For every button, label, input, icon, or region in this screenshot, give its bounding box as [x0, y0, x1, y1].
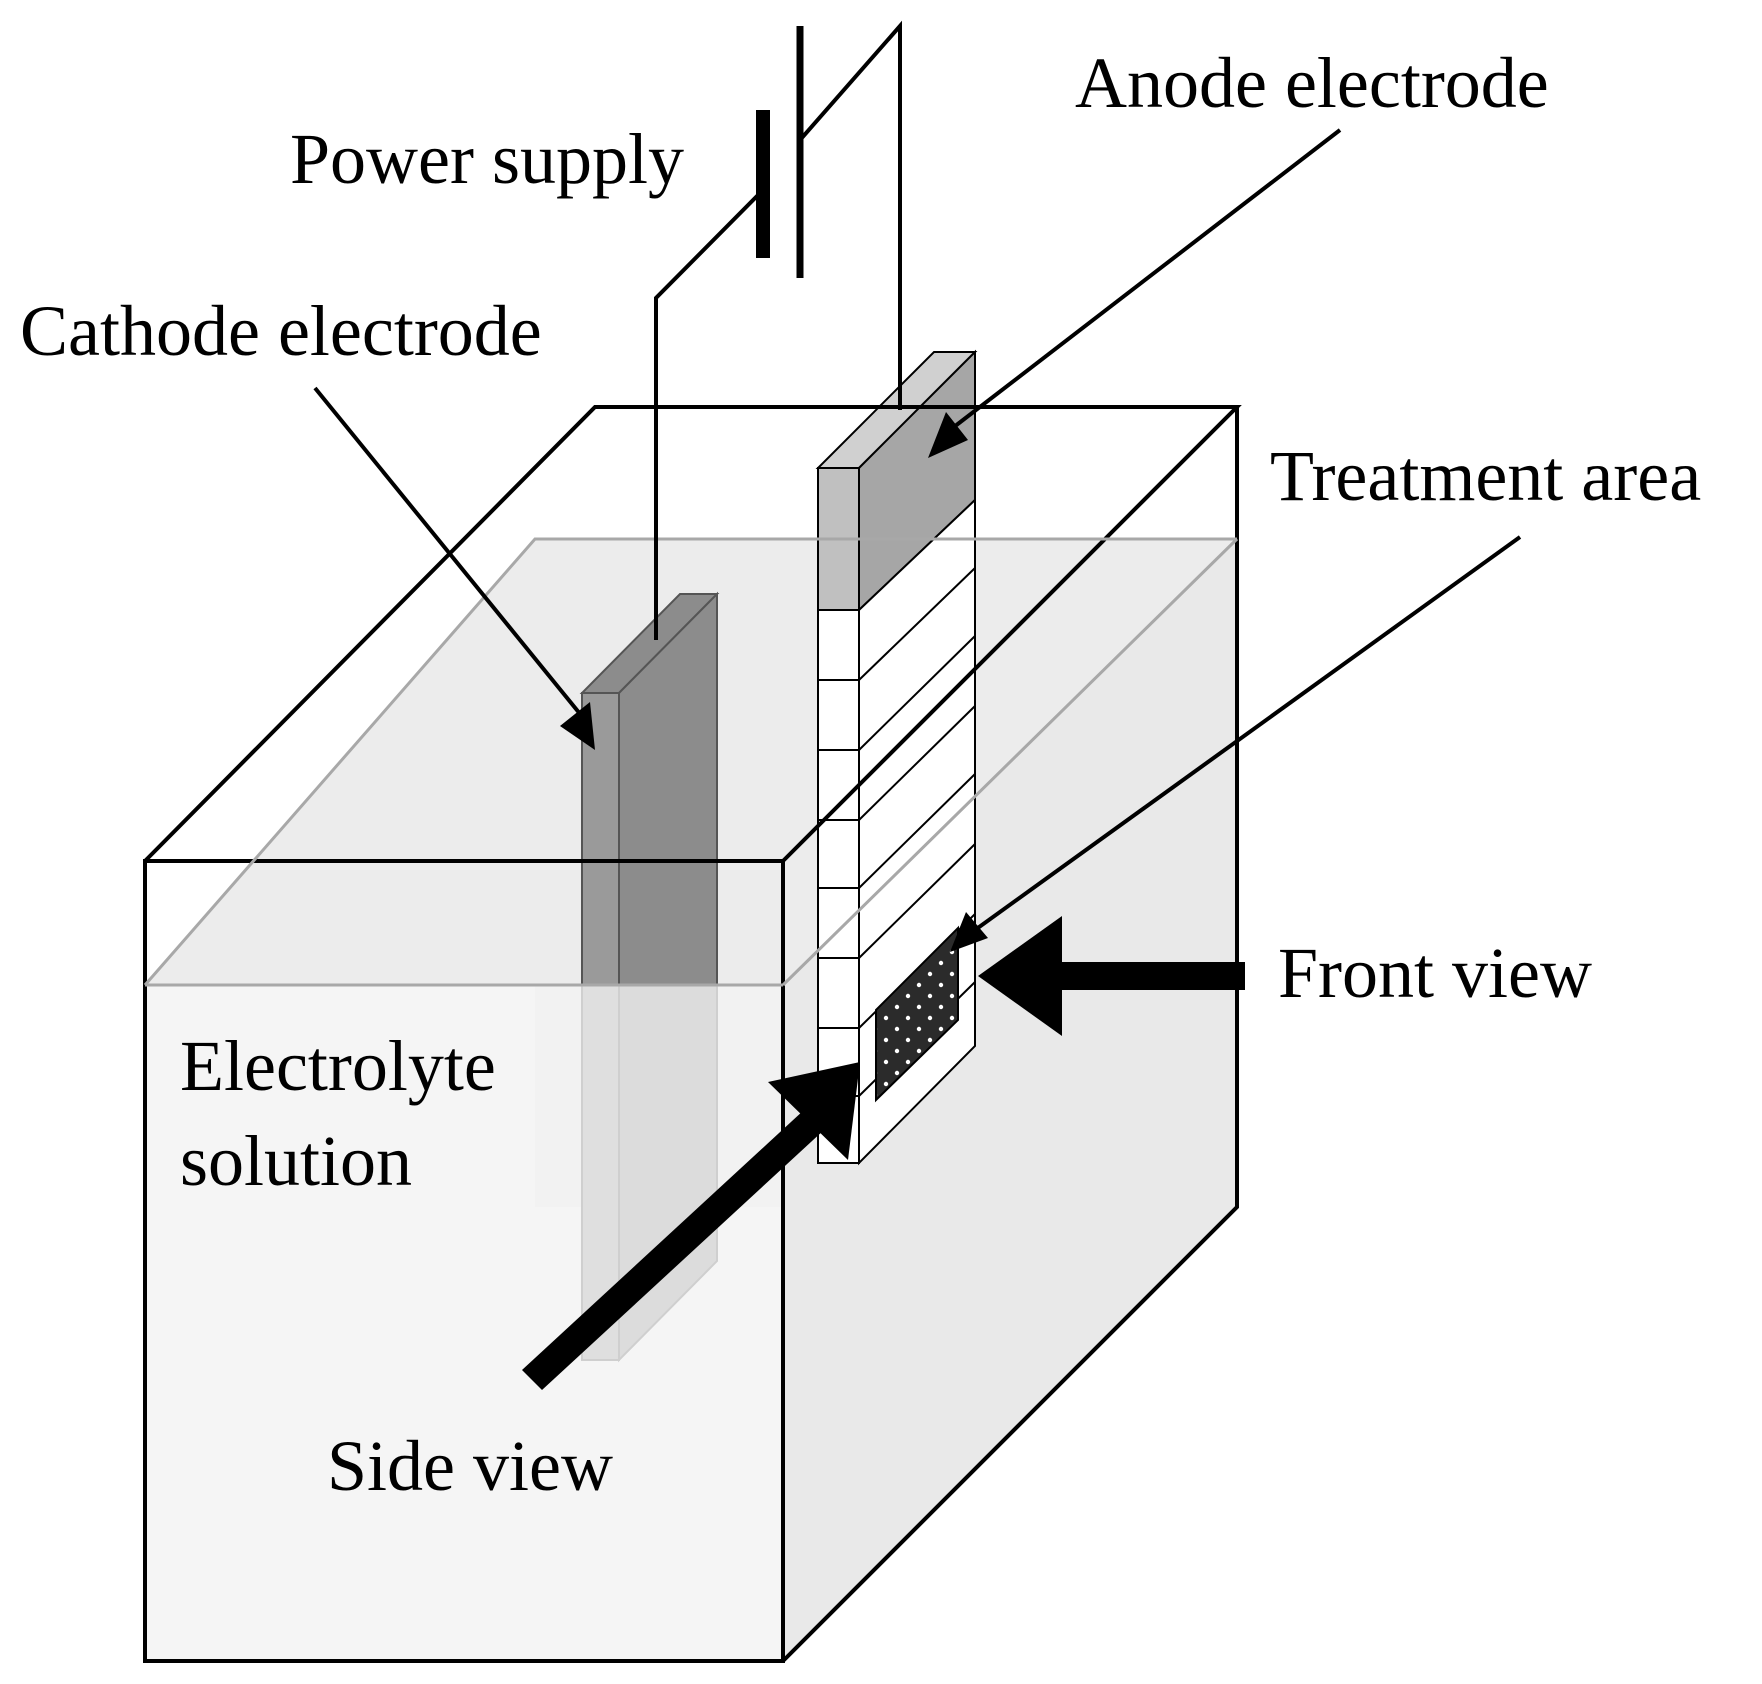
electrolyte-label-line2: solution [180, 1121, 412, 1201]
tank-top-edges [143, 405, 1242, 863]
treatment-area-label: Treatment area [1270, 436, 1701, 516]
tank-right-edges [781, 407, 1239, 1663]
front-view-arrow [978, 916, 1245, 1036]
anode-electrode-label: Anode electrode [1075, 43, 1549, 123]
front-view-label: Front view [1278, 933, 1592, 1013]
side-view-arrow [522, 1062, 860, 1390]
cathode-electrode-label: Cathode electrode [20, 291, 542, 371]
anode-wire [798, 20, 902, 410]
anode-electrode [815, 349, 978, 1166]
tank-front-electrolyte [145, 985, 783, 1661]
treatment-area-patch [875, 925, 959, 1103]
electrolyte-surface-line [143, 537, 1239, 987]
electrolyte-right-side [783, 539, 1237, 1661]
power-supply-label: Power supply [290, 119, 684, 199]
leader-cathode [313, 386, 595, 750]
power-supply [654, 20, 902, 640]
leader-anode [928, 128, 1342, 458]
tank [143, 405, 1242, 1663]
electrolyte-label-line1: Electrolyte [180, 1026, 496, 1106]
anode-strip-side [817, 609, 860, 1164]
side-view-label: Side view [327, 1426, 613, 1506]
cathode-wire [654, 188, 765, 640]
leader-treatment [950, 535, 1522, 952]
